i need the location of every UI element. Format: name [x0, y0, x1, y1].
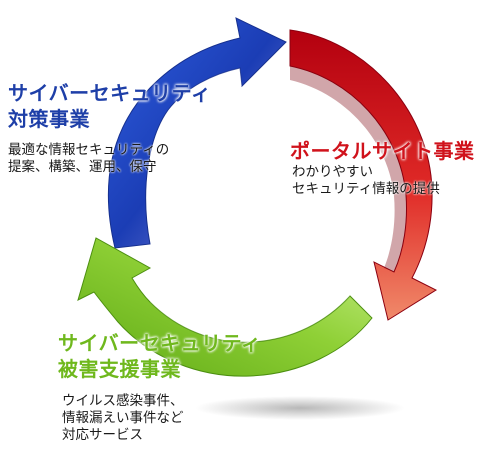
blue-desc-line-2: 提案、構築、運用、保守 — [8, 159, 157, 175]
blue-arrow — [107, 17, 287, 249]
red-title-line-1: ポータルサイト事業 — [290, 139, 475, 163]
red-section-title: ポータルサイト事業 — [290, 138, 475, 164]
blue-desc-line-1: 最適な情報セキュリティの — [8, 142, 170, 158]
green-arrow — [77, 237, 373, 377]
green-desc-line-1: ウイルス感染事件、 — [62, 393, 184, 409]
green-desc-line-3: 対応サービス — [62, 427, 143, 443]
green-section-description: ウイルス感染事件、 情報漏えい事件など 対応サービス — [62, 393, 184, 444]
green-title-line-2: 被害支援事業 — [58, 357, 181, 381]
green-section-title: サイバーセキュリティ 被害支援事業 — [58, 330, 261, 382]
blue-section-title: サイバーセキュリティ 対策事業 — [8, 80, 211, 132]
red-desc-line-1: わかりやすい — [292, 164, 373, 180]
green-desc-line-2: 情報漏えい事件など — [62, 410, 184, 426]
blue-section-description: 最適な情報セキュリティの 提案、構築、運用、保守 — [8, 142, 169, 176]
green-title-line-1: サイバーセキュリティ — [58, 331, 262, 355]
blue-title-line-2: 対策事業 — [8, 107, 90, 131]
red-desc-line-2: セキュリティ情報の提供 — [292, 181, 440, 197]
red-arrow — [289, 29, 438, 321]
blue-title-line-1: サイバーセキュリティ — [8, 81, 212, 105]
red-section-description: わかりやすい セキュリティ情報の提供 — [292, 164, 440, 198]
ground-shadow — [195, 396, 405, 420]
